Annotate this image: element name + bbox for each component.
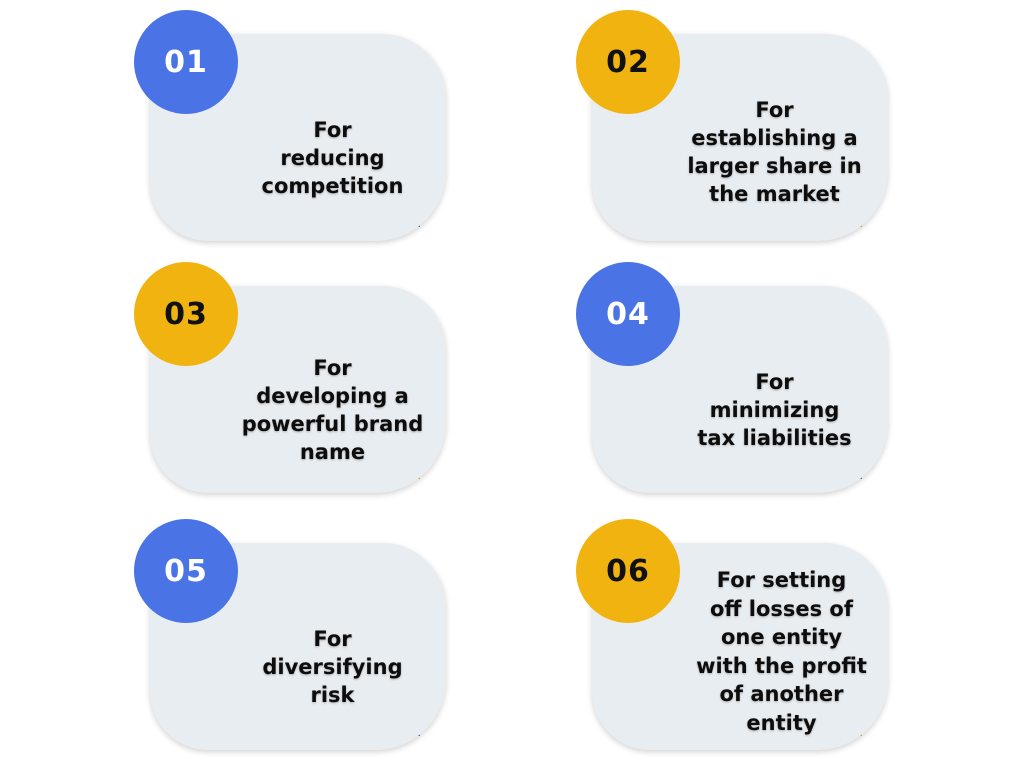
reason-label: For diversifying risk — [262, 626, 403, 707]
reason-label: For reducing competition — [261, 117, 404, 198]
reason-card-6: 06 For setting off losses of one entity … — [576, 519, 901, 750]
reason-card-4: 04 For minimizing tax liabilities — [576, 262, 901, 493]
number-badge: 04 — [576, 262, 680, 366]
reason-card-2: 02 For establishing a larger share in th… — [576, 10, 901, 241]
reason-label: For developing a powerful brand name — [241, 355, 424, 464]
number-badge: 06 — [576, 519, 680, 623]
number-badge: 02 — [576, 10, 680, 114]
number-badge: 03 — [134, 262, 238, 366]
reason-label: For minimizing tax liabilities — [697, 369, 852, 450]
reason-label: For establishing a larger share in the m… — [687, 97, 862, 206]
reason-card-3: 03 For developing a powerful brand name — [134, 262, 459, 493]
reason-card-1: 01 For reducing competition — [134, 10, 459, 241]
number-badge: 05 — [134, 519, 238, 623]
number-badge: 01 — [134, 10, 238, 114]
reason-label: For setting off losses of one entity wit… — [696, 568, 867, 735]
reason-card-5: 05 For diversifying risk — [134, 519, 459, 750]
